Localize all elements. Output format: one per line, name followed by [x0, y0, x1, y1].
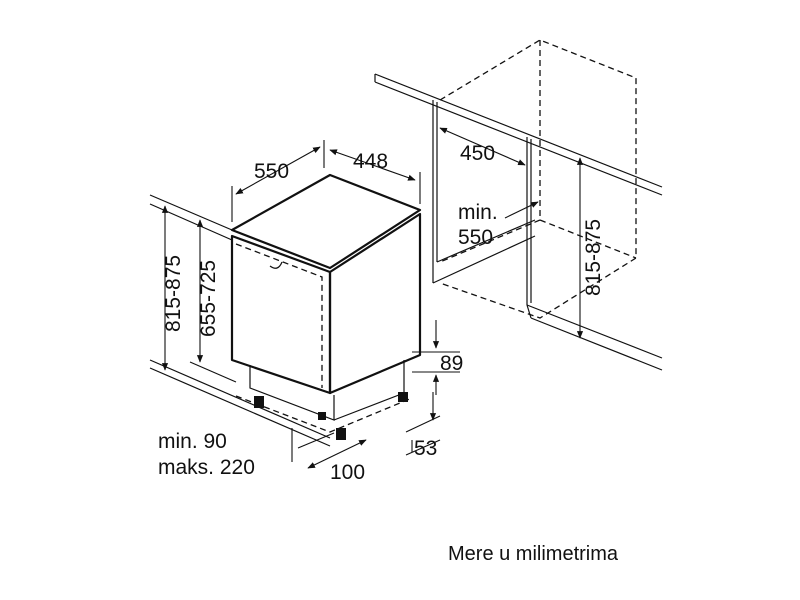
dim-body-height-line	[189, 219, 237, 383]
dim-depth-550-line	[231, 140, 325, 222]
plinth-and-feet	[235, 360, 413, 440]
label-niche-height: 815-875	[582, 219, 605, 296]
label-width-448: 448	[353, 150, 388, 173]
left-cabinet-wall	[432, 100, 536, 284]
label-plinth-89: 89	[440, 352, 463, 375]
label-max-220: maks. 220	[158, 456, 255, 479]
label-depth-550: 550	[254, 160, 289, 183]
dishwasher-body	[230, 173, 422, 395]
label-niche-depth-550: 550	[458, 226, 493, 249]
countertop	[374, 73, 663, 196]
label-min-90: min. 90	[158, 430, 227, 453]
niche-outline	[439, 39, 637, 319]
dim-foot-53-line	[405, 392, 441, 456]
dim-width-448-line	[329, 149, 421, 204]
caption-units: Mere u milimetrima	[448, 543, 619, 565]
label-niche-450: 450	[460, 142, 495, 165]
dim-foot-100-line	[291, 428, 367, 469]
label-niche-min: min.	[458, 201, 498, 224]
dim-niche-depth-550-line	[504, 201, 539, 219]
dim-plinth-89-line	[412, 320, 460, 395]
right-cabinet-and-floor	[526, 137, 663, 371]
label-foot-53: 53	[414, 437, 437, 460]
label-foot-100: 100	[330, 461, 365, 484]
label-total-height: 815-875	[162, 255, 185, 332]
label-body-height: 655-725	[197, 260, 220, 337]
dim-niche-450-line	[439, 127, 526, 166]
